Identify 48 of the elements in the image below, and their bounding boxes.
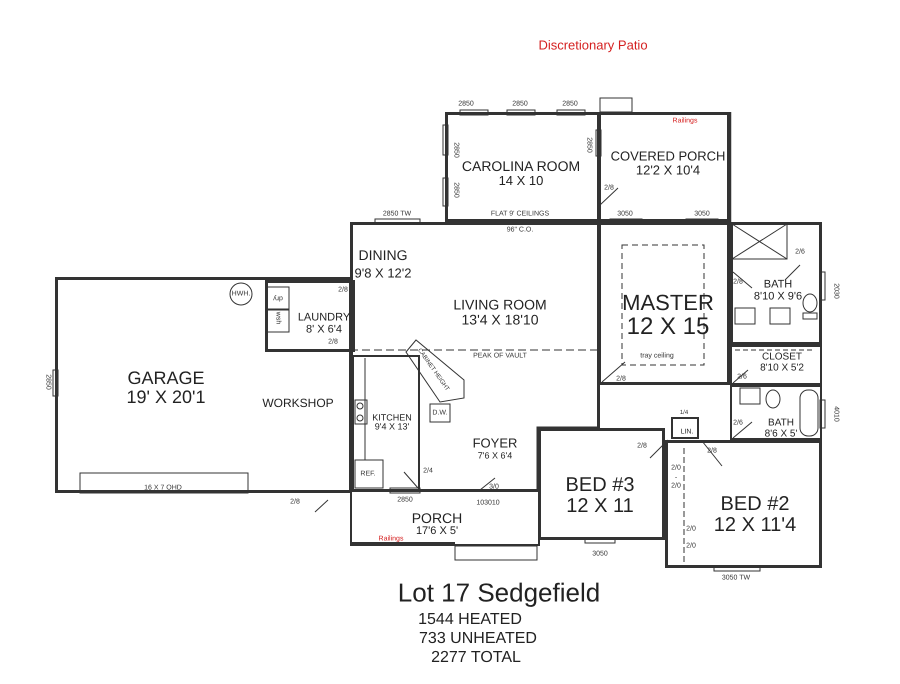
room-outline [730, 345, 822, 385]
room-outline [598, 112, 730, 222]
room-name: BED #2 [720, 494, 790, 515]
room-outline [665, 440, 822, 568]
room-name: PORCH [412, 510, 462, 526]
room-name: KITCHEN [372, 414, 412, 423]
room-size: 12 X 15 [626, 314, 710, 340]
room-outline [352, 355, 420, 492]
room-name: BATH [764, 279, 792, 291]
room-size: 8'10 X 9'6 [754, 291, 802, 303]
room-name: LIVING ROOM [453, 297, 547, 312]
room-name: GARAGE [127, 369, 205, 388]
room-name: BED #3 [566, 475, 634, 496]
room-outline [671, 417, 699, 439]
room-name: BATH [768, 418, 794, 429]
area-summary: 733 UNHEATED [419, 631, 537, 647]
room-size: 12 X 11'4 [714, 515, 796, 536]
room-size: 14 X 10 [498, 174, 544, 188]
room-size: 9'4 X 13' [374, 423, 410, 432]
room-outline [350, 490, 540, 546]
room-size: 12 X 11 [566, 496, 634, 517]
note: Discretionary Patio [538, 38, 648, 52]
room-outline [730, 385, 822, 440]
area-summary: 2277 TOTAL [431, 650, 521, 666]
area-summary: 1544 HEATED [418, 612, 522, 628]
area-size: 7'6 X 6'4 [478, 452, 512, 460]
area-name: DINING [358, 248, 408, 262]
room-outline [598, 222, 730, 385]
area-name: FOYER [472, 436, 518, 450]
room-name: CLOSET [762, 352, 802, 363]
room-name: COVERED PORCH [610, 149, 726, 163]
area-size: 9'8 X 12'2 [354, 266, 412, 280]
room-size: 17'6 X 5' [416, 526, 458, 538]
plan-title: Lot 17 Sedgefield [398, 578, 600, 608]
room-outline [730, 222, 822, 345]
room-name: MASTER [622, 290, 714, 314]
room-name: CAROLINA ROOM [462, 158, 580, 174]
room-size: 12'2 X 10'4 [636, 163, 700, 177]
room-size: 8' X 6'4 [306, 324, 342, 336]
room-outline [445, 112, 600, 222]
room-size: 19' X 20'1 [126, 388, 206, 407]
room-outline [538, 428, 665, 540]
room-size: 8'6 X 5' [764, 429, 798, 440]
room-size: 8'10 X 5'2 [760, 363, 804, 374]
area-name: WORKSHOP [262, 397, 334, 409]
room-size: 13'4 X 18'10 [462, 312, 538, 327]
room-outline [55, 277, 352, 493]
room-outline [265, 280, 355, 352]
